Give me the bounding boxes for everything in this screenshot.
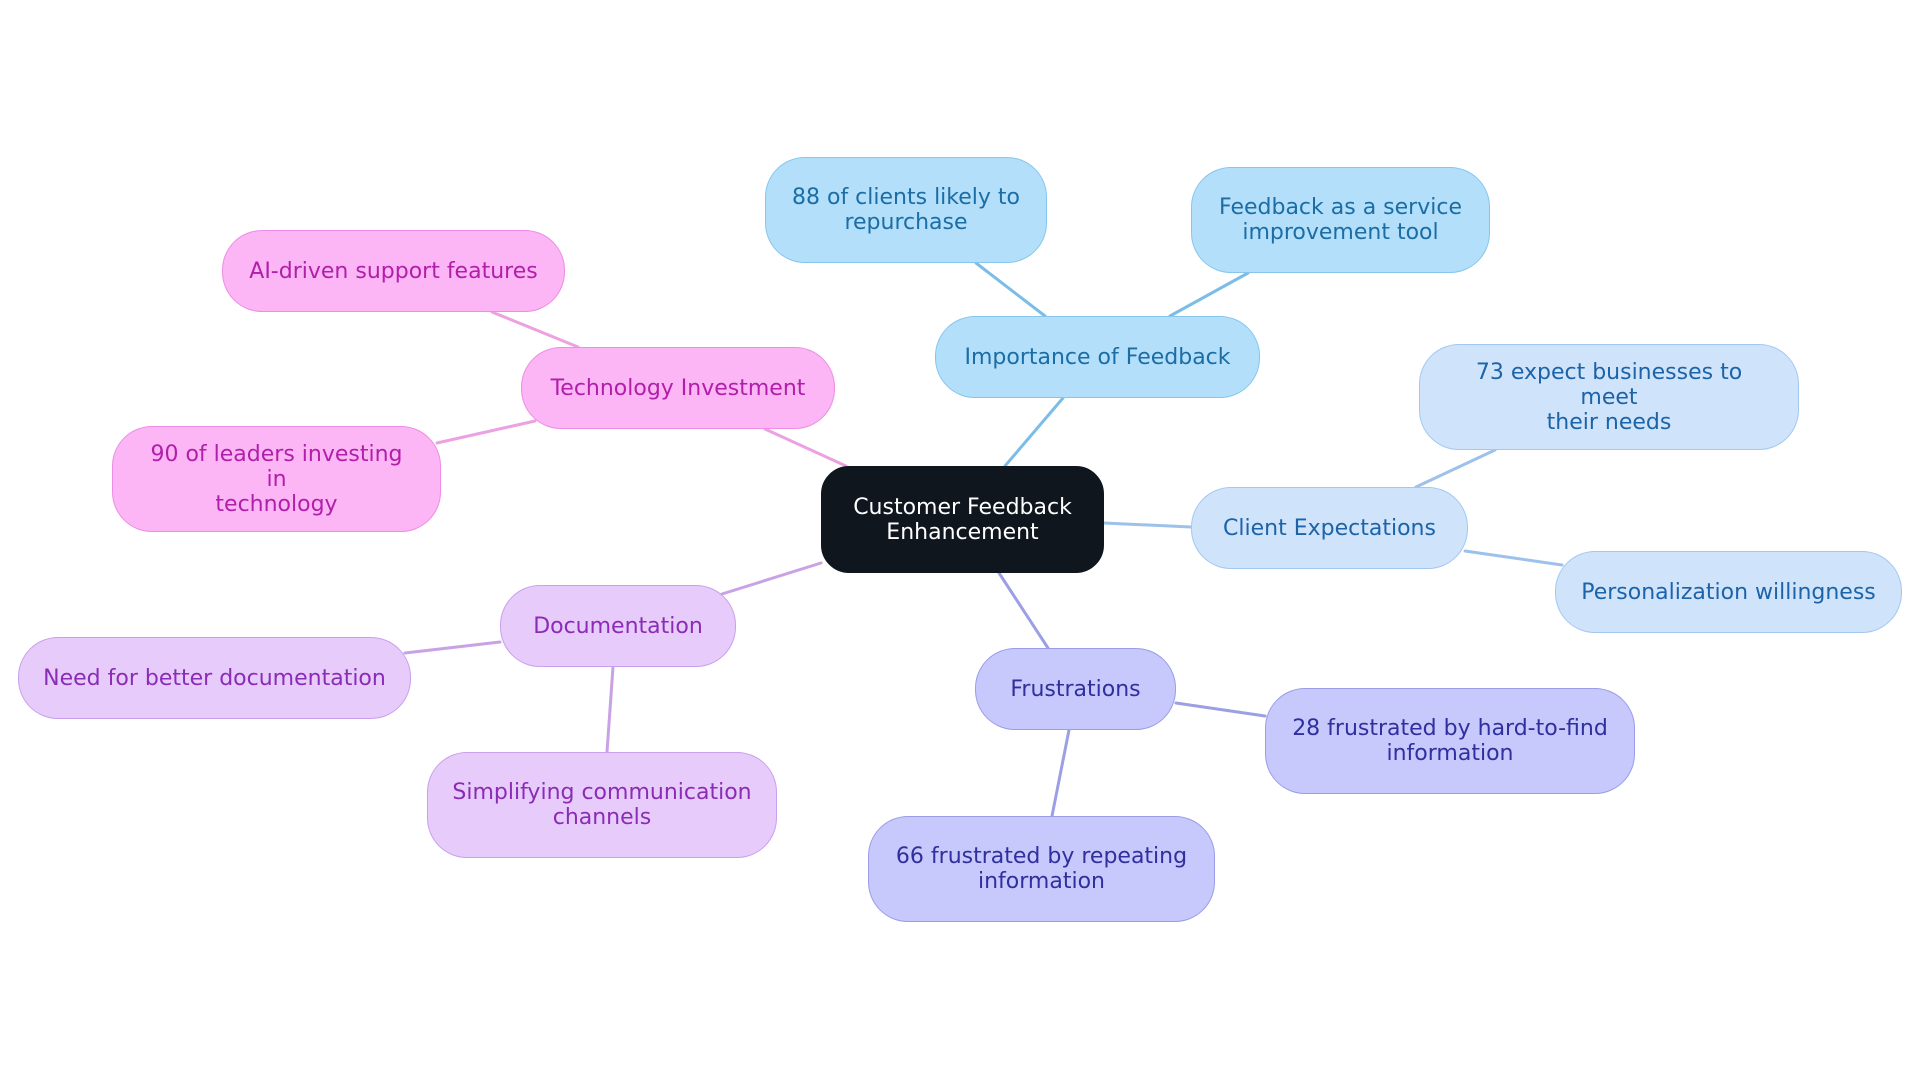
edge-branch-0-to-child-1	[1168, 271, 1250, 318]
edge-root-to-branch-0	[1003, 396, 1065, 468]
root-node: Customer Feedback Enhancement	[821, 466, 1104, 573]
edge-root-to-branch-3	[720, 561, 823, 596]
edge-root-to-branch-4	[763, 427, 848, 468]
leaf-node: 88 of clients likely to repurchase	[765, 157, 1047, 263]
leaf-node: AI-driven support features	[222, 230, 565, 312]
edge-branch-2-to-child-0	[1174, 701, 1267, 718]
leaf-node: Simplifying communication channels	[427, 752, 777, 858]
leaf-node: Feedback as a service improvement tool	[1191, 167, 1490, 273]
edge-branch-3-to-child-0	[403, 640, 502, 655]
branch-node: Client Expectations	[1191, 487, 1468, 569]
leaf-node: Personalization willingness	[1555, 551, 1902, 633]
leaf-node: 73 expect businesses to meet their needs	[1419, 344, 1799, 450]
leaf-node: Need for better documentation	[18, 637, 411, 719]
leaf-node: 28 frustrated by hard-to-find informatio…	[1265, 688, 1635, 794]
edge-branch-4-to-child-0	[490, 310, 580, 349]
edge-branch-2-to-child-1	[1050, 728, 1071, 818]
edge-branch-1-to-child-1	[1463, 549, 1564, 567]
edge-branch-3-to-child-1	[605, 665, 615, 754]
edge-root-to-branch-1	[1102, 521, 1193, 529]
edge-branch-1-to-child-0	[1414, 448, 1497, 489]
branch-node: Frustrations	[975, 648, 1176, 730]
edge-branch-4-to-child-1	[435, 419, 537, 445]
branch-node: Importance of Feedback	[935, 316, 1260, 398]
branch-node: Documentation	[500, 585, 736, 667]
leaf-node: 90 of leaders investing in technology	[112, 426, 441, 532]
edge-root-to-branch-2	[997, 571, 1050, 650]
branch-node: Technology Investment	[521, 347, 835, 429]
leaf-node: 66 frustrated by repeating information	[868, 816, 1215, 922]
edge-branch-0-to-child-0	[974, 261, 1047, 318]
